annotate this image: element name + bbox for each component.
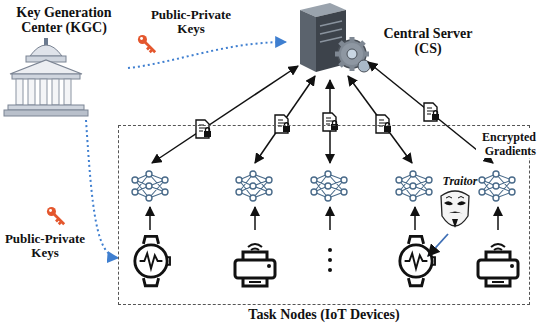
key-distribution-arrow [86,120,118,258]
traitor-mask [441,191,469,228]
traitor-link [428,234,448,256]
key-icon [47,207,64,224]
gradient-arrows [152,62,493,163]
node-box: Central Server (CS) [286,0,476,80]
key-distribution-arrow [128,42,286,68]
edge-label: Public-Private Keys [142,8,240,36]
edge-label: Public-Private Keys [0,232,90,260]
node-box: Key Generation Center (KGC) [0,2,128,120]
iot-devices [135,236,518,286]
node-label: Central Server (CS) [380,26,476,56]
encrypted-doc-icons [196,103,439,138]
annotation-label: Traitor [434,174,486,188]
kgc-building [4,38,88,116]
server-icon [300,3,370,72]
node-box: Task Nodes (IoT Devices) [118,125,530,305]
node-label: Key Generation Center (KGC) [0,5,128,35]
key-icon [138,35,155,52]
annotation-label: Encrypted Gradients [476,130,536,158]
node-label: Task Nodes (IoT Devices) [119,307,529,322]
